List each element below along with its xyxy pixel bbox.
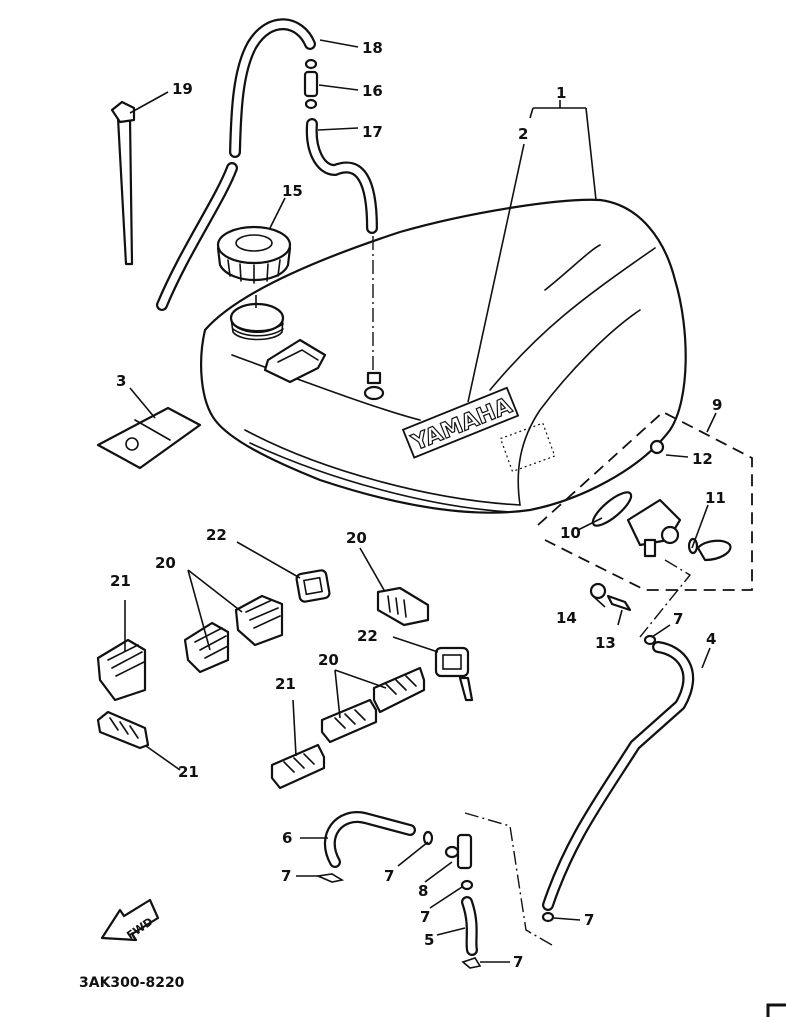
- hose-clip[interactable]: [643, 634, 657, 646]
- callout-1: 1: [556, 84, 566, 102]
- figure-code: 3AK300-8220: [79, 975, 185, 991]
- fuel-cock[interactable]: [588, 439, 732, 562]
- screw-13[interactable]: [606, 594, 632, 612]
- callout-7-fuelcock: 7: [673, 610, 683, 628]
- callout-7-hose5-bottom: 7: [513, 953, 523, 971]
- hose-clip[interactable]: [461, 957, 482, 969]
- breather-hose-18[interactable]: [156, 18, 316, 311]
- washer-14[interactable]: [589, 582, 607, 600]
- fuel-cock-assembly-boundary: [537, 410, 753, 591]
- protector-20[interactable]: [376, 586, 430, 627]
- page-corner-mark: [766, 1003, 786, 1017]
- callout-7-hose5-top: 7: [420, 908, 430, 926]
- fuel-hose-4[interactable]: [542, 641, 695, 911]
- callout-7-hose4-bottom: 7: [584, 911, 594, 929]
- callout-17: 17: [362, 123, 383, 141]
- callout-4: 4: [706, 630, 716, 648]
- assembly-line-drain: [464, 812, 553, 946]
- callout-16: 16: [362, 82, 383, 100]
- fuel-cap[interactable]: [216, 225, 292, 284]
- protector-21[interactable]: [96, 710, 150, 750]
- callout-8: 8: [418, 882, 428, 900]
- t-joint-8[interactable]: [444, 833, 473, 870]
- callout-20-lower: 20: [318, 651, 339, 669]
- callout-9: 9: [712, 396, 722, 414]
- callout-22-lower: 22: [357, 627, 378, 645]
- clamp-22[interactable]: [434, 646, 474, 702]
- callout-22-upper: 22: [206, 526, 227, 544]
- callout-13: 13: [595, 634, 616, 652]
- callout-12: 12: [692, 450, 713, 468]
- tank-mount-bracket: [263, 338, 327, 384]
- hose-clip[interactable]: [315, 873, 345, 883]
- callout-21-lower: 21: [178, 763, 199, 781]
- hose-joint-16[interactable]: [303, 58, 319, 110]
- callout-10: 10: [560, 524, 581, 542]
- callout-11: 11: [705, 489, 726, 507]
- protector-21[interactable]: [96, 638, 147, 702]
- hose-clip[interactable]: [422, 830, 434, 846]
- leader-lines: [124, 39, 717, 963]
- callout-21-middle: 21: [275, 675, 296, 693]
- callout-7-joint: 7: [384, 867, 394, 885]
- callout-18: 18: [362, 39, 383, 57]
- callout-15: 15: [282, 182, 303, 200]
- callout-3: 3: [116, 372, 126, 390]
- protector-20[interactable]: [372, 666, 426, 714]
- callout-2: 2: [518, 125, 528, 143]
- cable-tie[interactable]: [110, 100, 136, 266]
- callout-21-upper: 21: [110, 572, 131, 590]
- protector-20[interactable]: [183, 621, 230, 674]
- tank-damper[interactable]: [96, 406, 202, 470]
- callout-5: 5: [424, 931, 434, 949]
- callout-labels: 18 16 17 19 15 1 2 3 9 12 11 10 14 13 7 …: [110, 39, 726, 971]
- assembly-line-fuel: [639, 559, 692, 638]
- filler-neck: [229, 302, 285, 341]
- protector-20[interactable]: [234, 594, 284, 647]
- breather-nipple: [363, 371, 385, 401]
- protector-20[interactable]: [320, 698, 378, 744]
- hose-5[interactable]: [461, 896, 478, 956]
- callout-20-right: 20: [346, 529, 367, 547]
- callout-19: 19: [172, 80, 193, 98]
- hose-6[interactable]: [323, 811, 416, 868]
- hose-clip[interactable]: [460, 879, 474, 891]
- callout-7-hose6: 7: [281, 867, 291, 885]
- callout-6: 6: [282, 829, 292, 847]
- clamp-22[interactable]: [295, 569, 331, 603]
- hose-clip[interactable]: [541, 911, 555, 923]
- callout-20-left: 20: [155, 554, 176, 572]
- forward-direction-arrow: FWD: [100, 898, 160, 942]
- protector-21[interactable]: [270, 743, 326, 790]
- callout-14: 14: [556, 609, 577, 627]
- breather-hose-17[interactable]: [305, 118, 378, 234]
